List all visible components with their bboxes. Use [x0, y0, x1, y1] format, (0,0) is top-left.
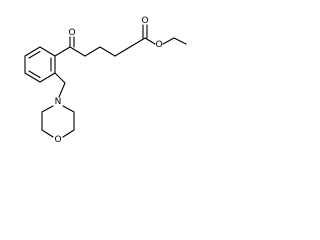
- ring-bond: [24, 46, 41, 57]
- morpholine-bond: [62, 105, 75, 113]
- chain-bond: [69, 46, 86, 57]
- morpholinylmethyl: [41, 72, 75, 138]
- carbonyl-oxygen-label: O: [68, 28, 75, 38]
- chain-bond: [99, 46, 116, 57]
- morpholine-nitrogen-label: N: [55, 97, 62, 107]
- ester-single-bond: [144, 37, 156, 45]
- ethyl-ester: [142, 24, 187, 45]
- ring-double-bond: [28, 50, 41, 59]
- ring-bond: [24, 72, 41, 83]
- ethyl-bond: [162, 37, 175, 45]
- structure-diagram: O O O N O: [0, 0, 190, 160]
- chain-bond: [84, 46, 101, 57]
- benzene-ring: [24, 46, 56, 83]
- benzylic-bond: [54, 72, 66, 84]
- morpholine-bond: [62, 129, 75, 138]
- keto-chain: [54, 36, 146, 57]
- chain-bond: [114, 46, 131, 57]
- chain-bond: [129, 37, 146, 48]
- ethyl-bond: [173, 37, 187, 45]
- molecule-drawing: O O O N O: [24, 16, 187, 145]
- morpholine-oxygen-label: O: [54, 135, 61, 145]
- ring-bond: [39, 46, 56, 57]
- ester-oxygen-label: O: [155, 40, 162, 50]
- ring-bond: [39, 72, 56, 83]
- ch2-n-bond: [58, 82, 66, 98]
- morpholine-bond: [41, 105, 54, 113]
- aryl-carbonyl-bond: [54, 46, 71, 57]
- morpholine-bond: [41, 129, 54, 138]
- atom-labels: O O O N O: [54, 16, 162, 145]
- ring-double-bond: [28, 70, 41, 79]
- ester-carbonyl-oxygen-label: O: [141, 16, 148, 26]
